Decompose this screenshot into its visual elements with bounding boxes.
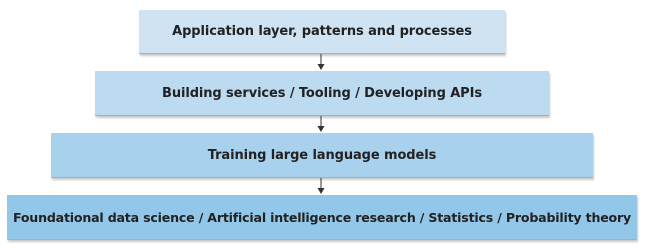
layer-building-services: Building services / Tooling / Developing… <box>95 71 549 116</box>
arrow-down-icon <box>317 178 325 194</box>
layer-training-models: Training large language models <box>51 133 593 178</box>
layer-application-label: Application layer, patterns and processe… <box>172 24 472 39</box>
layer-foundational-label: Foundational data science / Artificial i… <box>12 209 632 225</box>
layer-training-models-label: Training large language models <box>207 147 437 163</box>
arrow-down-icon <box>317 54 325 70</box>
arrow-down-icon <box>317 116 325 132</box>
layer-application: Application layer, patterns and processe… <box>139 10 505 54</box>
layer-foundational: Foundational data science / Artificial i… <box>7 195 637 240</box>
layer-building-services-label: Building services / Tooling / Developing… <box>162 85 482 101</box>
